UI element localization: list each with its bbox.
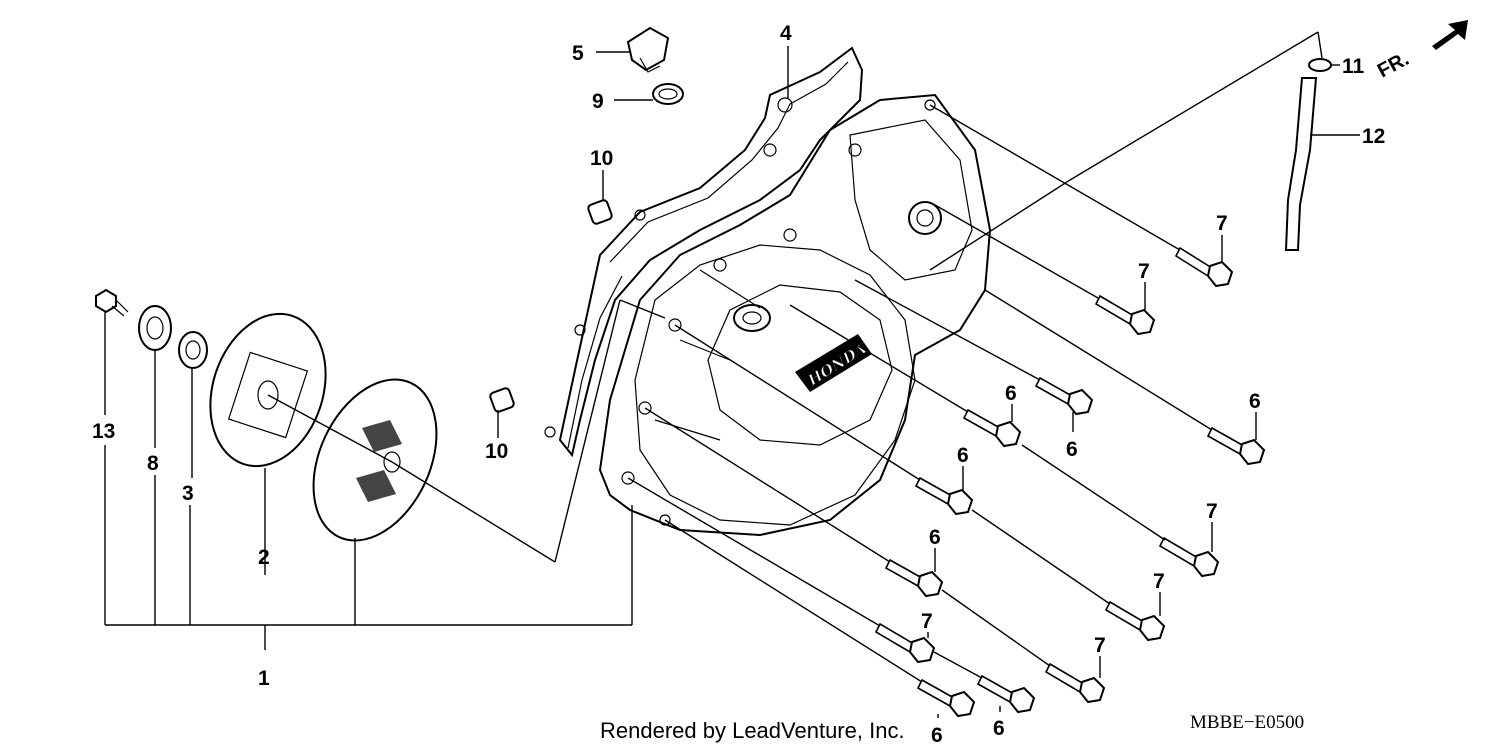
dowel-pin-lower-part-10[interactable] — [489, 387, 515, 413]
callout-6-b: 6 — [1066, 438, 1078, 461]
callout-6-a: 6 — [1005, 382, 1017, 405]
bolt-part-6-e[interactable] — [884, 558, 944, 598]
bolt-part-6-d[interactable] — [914, 476, 974, 516]
bolt-part-6-g[interactable] — [916, 678, 976, 718]
left-crankcase-cover[interactable]: HONDA — [598, 93, 992, 537]
front-direction-text: FR. — [1374, 48, 1413, 83]
callout-7-a: 7 — [1216, 212, 1228, 235]
callout-9: 9 — [592, 90, 604, 113]
callout-3: 3 — [182, 482, 194, 505]
bolt-part-7-b[interactable] — [1094, 294, 1156, 336]
washer-part-8[interactable] — [138, 305, 172, 351]
callout-6-d: 6 — [957, 444, 969, 467]
oil-filler-cap-part-5[interactable] — [626, 26, 670, 73]
gasket-part-4[interactable] — [544, 46, 864, 458]
plate-part-2[interactable] — [192, 299, 345, 481]
bolt-part-7-e[interactable] — [874, 622, 936, 664]
callout-11: 11 — [1342, 55, 1365, 78]
bolt-part-13[interactable] — [95, 288, 129, 317]
callout-7-b: 7 — [1138, 260, 1150, 283]
callout-6-e: 6 — [929, 526, 941, 549]
front-direction-marker: FR. — [1374, 20, 1468, 82]
callout-7-d: 7 — [1153, 570, 1165, 593]
o-ring-part-9[interactable] — [652, 83, 684, 105]
bolt-part-6-b[interactable] — [962, 408, 1022, 448]
callout-12: 12 — [1362, 125, 1385, 148]
callout-1: 1 — [258, 667, 270, 690]
breather-hose-part-12[interactable] — [1284, 77, 1318, 251]
callout-6-c: 6 — [1249, 390, 1261, 413]
callout-6-f: 6 — [993, 717, 1005, 740]
callout-labels: 1 2 3 4 5 8 9 10 10 11 12 13 7 7 6 6 6 6… — [92, 22, 1385, 747]
callout-8: 8 — [147, 452, 159, 475]
callout-4: 4 — [780, 22, 792, 45]
cover-plate-part-1-assembly[interactable] — [289, 360, 461, 561]
bolt-part-7-f[interactable] — [1044, 662, 1106, 704]
credit-text: Rendered by LeadVenture, Inc. — [600, 718, 905, 743]
callout-7-f: 7 — [1094, 634, 1106, 657]
hose-clip-part-11[interactable] — [1308, 58, 1332, 72]
callout-13: 13 — [92, 420, 115, 443]
callout-10-upper: 10 — [590, 147, 613, 170]
diagram-code: MBBE−E0500 — [1190, 712, 1304, 733]
callout-7-c: 7 — [1206, 500, 1218, 523]
bolt-part-7-d[interactable] — [1104, 600, 1166, 642]
dowel-pin-upper-part-10[interactable] — [587, 199, 613, 225]
bolt-part-7-a[interactable] — [1174, 246, 1234, 288]
callout-10-lower: 10 — [485, 440, 508, 463]
callout-6-g: 6 — [931, 724, 943, 747]
leader-lines — [104, 31, 1360, 718]
callout-7-e: 7 — [921, 610, 933, 633]
bolt-part-7-c[interactable] — [1158, 536, 1220, 578]
seal-part-3[interactable] — [178, 331, 208, 369]
callout-2: 2 — [258, 546, 270, 569]
callout-5: 5 — [572, 42, 584, 65]
bolt-part-6-f[interactable] — [976, 674, 1036, 714]
bolt-part-6-a[interactable] — [1034, 376, 1094, 416]
bolt-part-6-c[interactable] — [1206, 426, 1266, 466]
